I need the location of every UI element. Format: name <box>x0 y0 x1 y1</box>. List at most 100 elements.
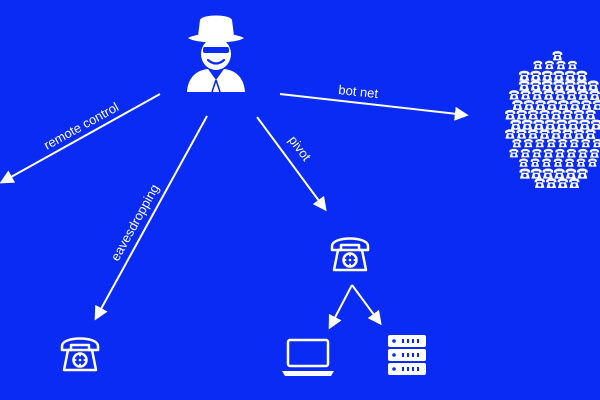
botnet-phone-icon <box>553 158 563 167</box>
botnet-phone-icon <box>518 70 530 81</box>
botnet-phone-icon <box>516 129 527 139</box>
label-bot-net: bot net <box>338 82 379 101</box>
botnet-phone-icon <box>519 158 529 167</box>
botnet-phone-icon <box>556 119 568 130</box>
arrow-eavesdropping <box>94 115 208 321</box>
botnet-phone-icon <box>578 148 588 158</box>
botnet-phone-icon <box>576 158 586 167</box>
botnet-phone-icon <box>523 139 533 148</box>
botnet-phone-icon <box>532 90 543 100</box>
botnet-phone-icon <box>530 158 540 167</box>
botnet-phone-icon <box>585 129 596 139</box>
botnet-phone-icon <box>512 100 523 110</box>
label-pivot: pivot <box>286 133 315 164</box>
botnet-phone-icon <box>553 168 565 179</box>
botnet-phone-icon <box>528 109 539 120</box>
botnet-phone-icon <box>535 100 546 110</box>
botnet-phone-icon <box>566 90 577 100</box>
botnet-phone-icon <box>535 139 545 148</box>
botnet-phone-icon <box>567 119 579 130</box>
victim-phone-icon <box>60 337 100 372</box>
botnet-phone-icon <box>544 119 556 130</box>
botnet-phone-icon <box>576 80 588 91</box>
botnet-phone-icon <box>530 70 542 81</box>
botnet-phone-icon <box>518 80 530 91</box>
botnet-phone-icon <box>592 100 600 110</box>
botnet-phone-icon <box>589 90 600 100</box>
botnet-phone-icon <box>533 60 543 70</box>
arrow-remote-control <box>0 93 161 184</box>
botnet-phone-icon <box>556 60 566 70</box>
botnet-phone-icon <box>551 109 562 120</box>
botnet-phone-icon <box>533 119 545 130</box>
botnet-phone-icon <box>564 70 576 81</box>
botnet-phone-icon <box>569 100 581 110</box>
botnet-phone-icon <box>581 100 592 110</box>
botnet-phone-icon <box>557 178 568 189</box>
botnet-phone-icon <box>528 129 538 139</box>
botnet-phone-icon <box>578 90 589 100</box>
botnet-phone-icon <box>509 148 519 158</box>
laptop-icon <box>282 338 334 376</box>
botnet-phone-icon <box>574 109 585 120</box>
botnet-phone-icon <box>546 100 558 110</box>
botnet-phone-icon <box>541 70 553 81</box>
botnet-phone-icon <box>569 138 579 148</box>
botnet-phone-icon <box>530 168 542 179</box>
botnet-phone-icon <box>566 148 576 158</box>
botnet-phone-icon <box>521 119 533 130</box>
botnet-phone-icon <box>558 100 569 110</box>
botnet-phone-icon <box>505 109 516 120</box>
botnet-phone-icon <box>520 90 531 100</box>
botnet-phone-icon <box>543 90 554 100</box>
botnet-phone-icon <box>588 158 597 167</box>
botnet-phone-cluster-icon <box>505 51 600 189</box>
botnet-phone-icon <box>592 138 600 148</box>
botnet-phone-icon <box>519 168 531 179</box>
botnet-phone-icon <box>553 80 565 91</box>
arrow-bot-net <box>279 93 469 121</box>
botnet-phone-icon <box>589 148 600 158</box>
botnet-phone-icon <box>551 129 562 139</box>
arrow-pivot-to-laptop <box>328 284 353 330</box>
botnet-phone-icon <box>530 80 542 91</box>
botnet-phone-icon <box>564 80 576 91</box>
botnet-phone-icon <box>567 60 577 70</box>
server-rack-icon <box>388 335 426 375</box>
pivot-phone-icon <box>330 237 370 272</box>
botnet-phone-icon <box>546 178 557 189</box>
arrow-pivot <box>256 116 327 212</box>
botnet-phone-icon <box>509 90 520 100</box>
label-remote-control: remote control <box>41 99 121 152</box>
botnet-phone-icon <box>543 148 553 158</box>
botnet-phone-icon <box>562 109 573 120</box>
botnet-phone-icon <box>565 158 574 167</box>
botnet-phone-icon <box>505 129 515 139</box>
botnet-phone-icon <box>553 70 565 81</box>
botnet-phone-icon <box>565 168 577 179</box>
botnet-phone-icon <box>539 129 550 139</box>
botnet-phone-icon <box>523 100 535 110</box>
botnet-phone-icon <box>520 148 530 158</box>
botnet-phone-icon <box>555 148 565 158</box>
botnet-phone-icon <box>558 139 568 148</box>
botnet-phone-icon <box>579 119 591 130</box>
botnet-phone-icon <box>552 51 563 61</box>
botnet-phone-icon <box>546 139 556 148</box>
botnet-phone-icon <box>590 119 600 130</box>
botnet-phone-icon <box>576 70 588 81</box>
botnet-phone-icon <box>541 80 553 91</box>
hacker-icon <box>187 15 245 93</box>
botnet-phone-icon <box>542 168 554 179</box>
botnet-phone-icon <box>516 109 527 120</box>
botnet-phone-icon <box>585 109 596 120</box>
label-eavesdropping: eavesdropping <box>108 182 162 264</box>
botnet-phone-icon <box>576 168 588 179</box>
botnet-phone-icon <box>587 80 599 91</box>
botnet-phone-icon <box>512 139 522 148</box>
botnet-phone-icon <box>544 60 554 70</box>
botnet-phone-icon <box>581 138 591 148</box>
botnet-phone-icon <box>542 158 551 167</box>
botnet-phone-icon <box>562 129 573 139</box>
